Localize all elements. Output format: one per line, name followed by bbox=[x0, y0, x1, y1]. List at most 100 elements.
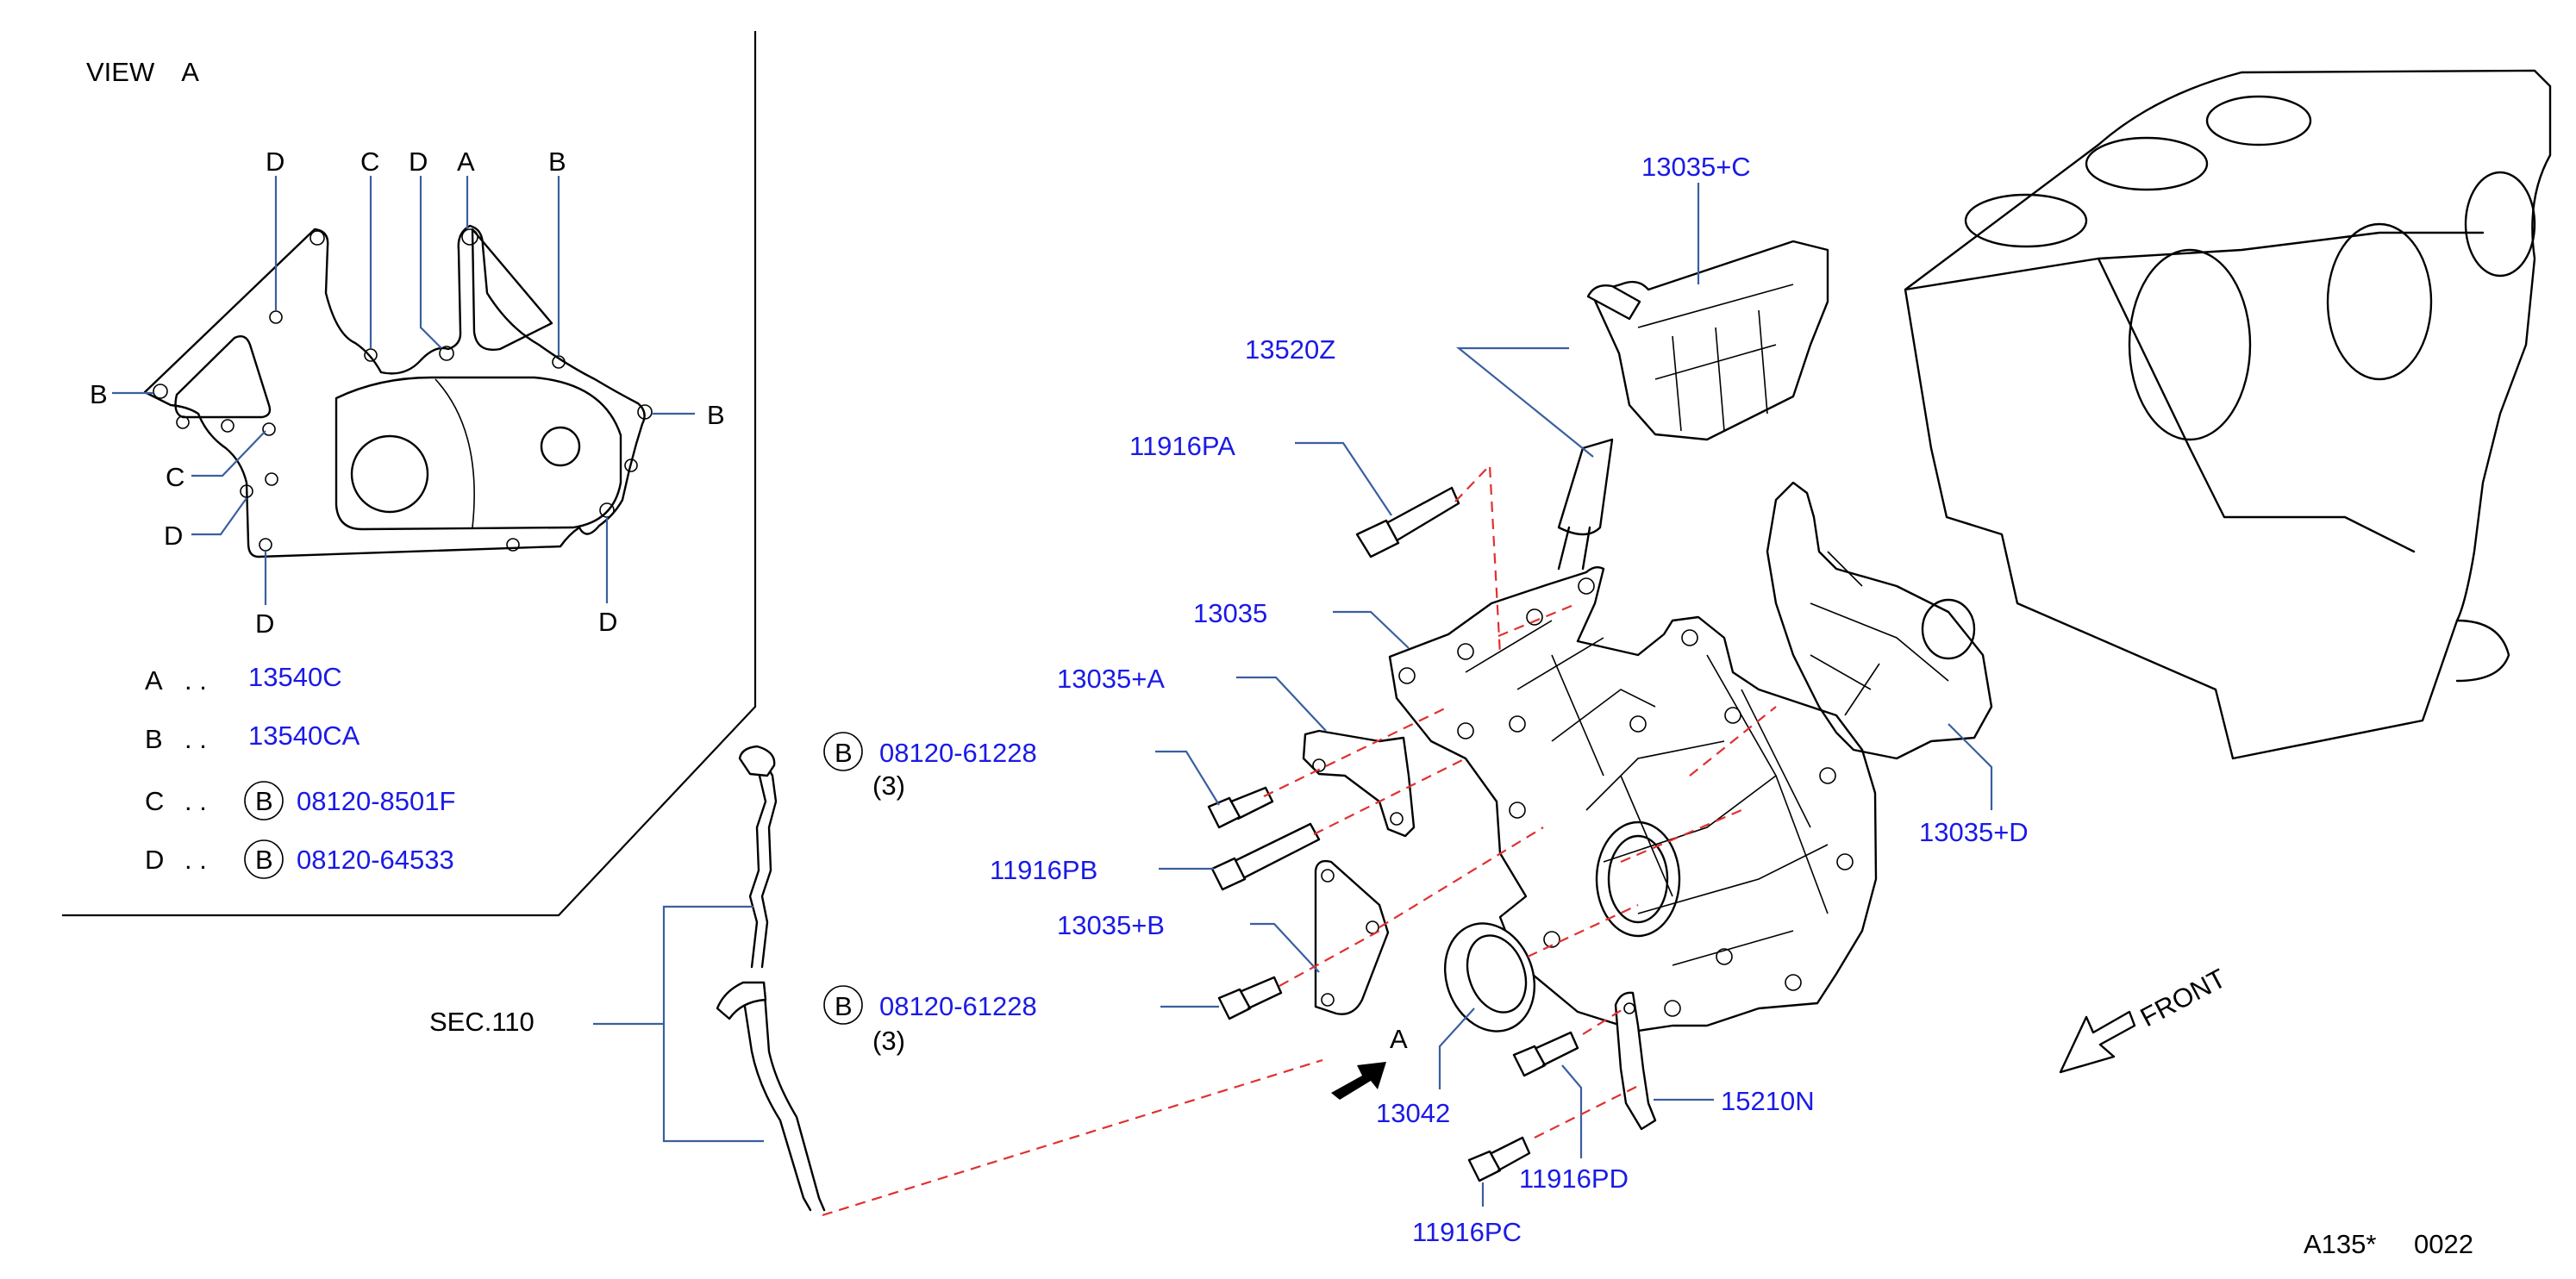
part-11916pa-bolt: 11916PA bbox=[1129, 431, 1460, 558]
dipstick-assembly: SEC.110 bbox=[429, 745, 826, 1212]
part-15210n-bracket: 15210N bbox=[1614, 991, 1815, 1131]
front-cover-ribs bbox=[1465, 620, 1829, 966]
bolt-shank bbox=[1490, 1136, 1531, 1172]
legend-row-d: D . . B 08120-64533 bbox=[145, 839, 454, 879]
part-label-11916pa[interactable]: 11916PA bbox=[1129, 431, 1235, 461]
view-arrow-icon bbox=[1331, 1062, 1386, 1100]
bracket-15210n-body bbox=[1614, 991, 1657, 1131]
cylinder-bore bbox=[1964, 193, 2088, 248]
view-a-gasket-outline bbox=[143, 224, 646, 558]
qty-label: (3) bbox=[872, 1026, 905, 1056]
part-label-11916pb[interactable]: 11916PB bbox=[990, 855, 1097, 885]
leader-08120-61228-top bbox=[1155, 750, 1220, 806]
sec110-label[interactable]: SEC.110 bbox=[429, 1007, 535, 1037]
view-arrow-label: A bbox=[1390, 1024, 1408, 1054]
legend-badge: B bbox=[255, 786, 273, 816]
view-a-title: VIEW A bbox=[86, 57, 199, 87]
part-13035b-plate: 13035+B bbox=[1057, 859, 1390, 1015]
oil-seal-inner bbox=[1466, 934, 1528, 1014]
view-a-arrow: A bbox=[1331, 1024, 1408, 1100]
part-label-13035d[interactable]: 13035+D bbox=[1919, 817, 2029, 847]
cylinder-bore bbox=[2085, 136, 2209, 191]
dipstick-upper-edge bbox=[760, 758, 778, 969]
legend-part-08120-64533[interactable]: 08120-64533 bbox=[297, 845, 454, 875]
part-08120-61228-top: B 08120-61228 (3) bbox=[823, 732, 1274, 829]
plate-13035b-body bbox=[1314, 859, 1390, 1015]
part-11916pd-bolt: 11916PD bbox=[1512, 1031, 1629, 1194]
bolt-shank bbox=[1535, 1031, 1579, 1067]
part-label-11916pc[interactable]: 11916PC bbox=[1412, 1217, 1522, 1247]
badge-letter: B bbox=[835, 991, 853, 1021]
legend-row-c: C . . B 08120-8501F bbox=[145, 781, 455, 820]
callout-b: B bbox=[707, 400, 725, 430]
bracket-13035a-hole bbox=[1312, 758, 1326, 772]
view-a-inset: VIEW A bbox=[62, 31, 757, 917]
part-label-13035c[interactable]: 13035+C bbox=[1641, 152, 1751, 182]
bolt-head bbox=[1512, 1045, 1547, 1077]
diagram-code: 0022 bbox=[2414, 1229, 2473, 1259]
part-label-13520z[interactable]: 13520Z bbox=[1245, 334, 1335, 365]
plate-13035b-hole bbox=[1321, 869, 1335, 883]
b-badge-icon bbox=[244, 781, 284, 820]
dipstick-tube-top bbox=[716, 981, 767, 1020]
alignment-dashes bbox=[822, 463, 1777, 1217]
callout-d: D bbox=[266, 147, 284, 177]
view-a-plate-edge bbox=[435, 378, 475, 528]
dipstick-tube bbox=[740, 983, 812, 1212]
legend-part-08120-8501f[interactable]: 08120-8501F bbox=[297, 786, 455, 816]
legend-part-13540ca[interactable]: 13540CA bbox=[248, 721, 360, 751]
leader-11916pd bbox=[1561, 1064, 1583, 1158]
dipstick-handle bbox=[738, 745, 776, 777]
part-label-13035b[interactable]: 13035+B bbox=[1057, 910, 1165, 940]
view-a-upper-window bbox=[471, 228, 553, 351]
legend-dots: . . bbox=[184, 786, 207, 816]
bracket-13035c-ribs bbox=[1637, 284, 1794, 432]
legend-key: A bbox=[145, 665, 163, 696]
front-cover-cross-ribs bbox=[1551, 654, 1829, 914]
part-11916pc-bolt: 11916PC bbox=[1412, 1136, 1531, 1247]
bolt-head bbox=[1207, 796, 1241, 829]
bolt-shank bbox=[1386, 486, 1460, 541]
callout-c: C bbox=[360, 147, 379, 177]
badge-letter: B bbox=[835, 738, 853, 768]
part-13520z-sealant: 13520Z bbox=[1245, 334, 1614, 571]
leader-13035 bbox=[1333, 610, 1410, 649]
part-label-15210n[interactable]: 15210N bbox=[1721, 1086, 1815, 1116]
part-label-08120-61228[interactable]: 08120-61228 bbox=[879, 991, 1037, 1021]
engine-block-deck bbox=[1904, 231, 2485, 291]
b-badge-icon bbox=[823, 732, 863, 771]
part-13035d-cover: 13035+D bbox=[1766, 481, 2029, 847]
front-arrow-icon bbox=[2059, 1010, 2136, 1074]
legend-row-b: B . . 13540CA bbox=[145, 721, 360, 754]
part-13035c-bracket: 13035+C bbox=[1586, 152, 1829, 441]
b-badge-icon bbox=[244, 839, 284, 879]
bolt-head bbox=[1355, 519, 1400, 558]
leader-13035b bbox=[1250, 922, 1320, 973]
diagram-ref: A135* bbox=[2304, 1229, 2376, 1259]
part-13042-oil-seal: 13042 bbox=[1376, 922, 1536, 1128]
legend-dots: . . bbox=[184, 665, 207, 696]
part-label-13035[interactable]: 13035 bbox=[1193, 598, 1267, 628]
front-cover-seal-bore-inner bbox=[1607, 834, 1669, 924]
cylinder-bore bbox=[2464, 171, 2536, 278]
part-label-08120-61228[interactable]: 08120-61228 bbox=[879, 738, 1037, 768]
callout-c: C bbox=[166, 462, 184, 492]
front-cover-bolt-bosses bbox=[1398, 577, 1854, 1017]
legend-key: B bbox=[145, 724, 163, 754]
legend-dots: . . bbox=[184, 845, 207, 875]
part-label-13035a[interactable]: 13035+A bbox=[1057, 664, 1165, 694]
callout-a: A bbox=[457, 147, 475, 177]
part-label-13042[interactable]: 13042 bbox=[1376, 1098, 1450, 1128]
view-a-leaders bbox=[112, 176, 695, 605]
legend-key: C bbox=[145, 786, 164, 816]
footer-reference: A135* 0022 bbox=[2304, 1229, 2473, 1259]
front-cover-seal-bore bbox=[1595, 820, 1681, 938]
plate-13035b-hole bbox=[1366, 920, 1379, 934]
bracket-13035c-stub bbox=[1586, 284, 1641, 321]
cylinder-bore bbox=[2326, 222, 2433, 381]
part-label-11916pd[interactable]: 11916PD bbox=[1519, 1164, 1629, 1194]
plate-13035b-hole bbox=[1321, 993, 1335, 1007]
qty-label: (3) bbox=[872, 771, 905, 801]
legend-part-13540c[interactable]: 13540C bbox=[248, 662, 342, 692]
bracket-13035a-body bbox=[1302, 729, 1416, 838]
